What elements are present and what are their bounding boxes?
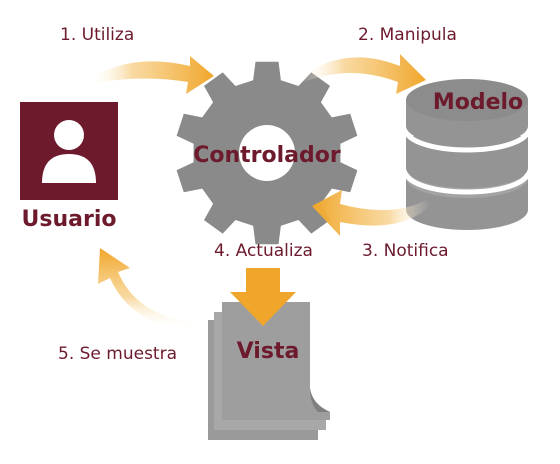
step-label-1: 1. Utiliza <box>60 25 134 45</box>
gear-icon <box>176 61 358 245</box>
arrow-step-4 <box>230 268 296 326</box>
user-node: Usuario <box>20 102 118 232</box>
user-icon <box>42 120 96 183</box>
controller-label: Controlador <box>193 143 341 168</box>
database-icon <box>403 79 531 230</box>
arrow-step-1 <box>88 56 214 94</box>
arrow-step-3 <box>312 190 430 236</box>
step-label-3: 3. Notifica <box>362 241 449 261</box>
model-label: Modelo <box>433 90 523 115</box>
arrow-step-2 <box>300 54 426 94</box>
step-label-4: 4. Actualiza <box>214 241 313 261</box>
view-label: Vista <box>237 339 300 364</box>
model-node: Modelo <box>403 79 531 230</box>
step-label-2: 2. Manipula <box>358 25 457 45</box>
step-label-5: 5. Se muestra <box>58 344 177 364</box>
arrow-step-5 <box>98 248 190 330</box>
controller-node: Controlador <box>176 61 358 245</box>
user-label: Usuario <box>22 207 117 232</box>
user-box <box>20 102 118 200</box>
document-stack-icon <box>208 302 330 440</box>
view-node: Vista <box>208 302 330 440</box>
